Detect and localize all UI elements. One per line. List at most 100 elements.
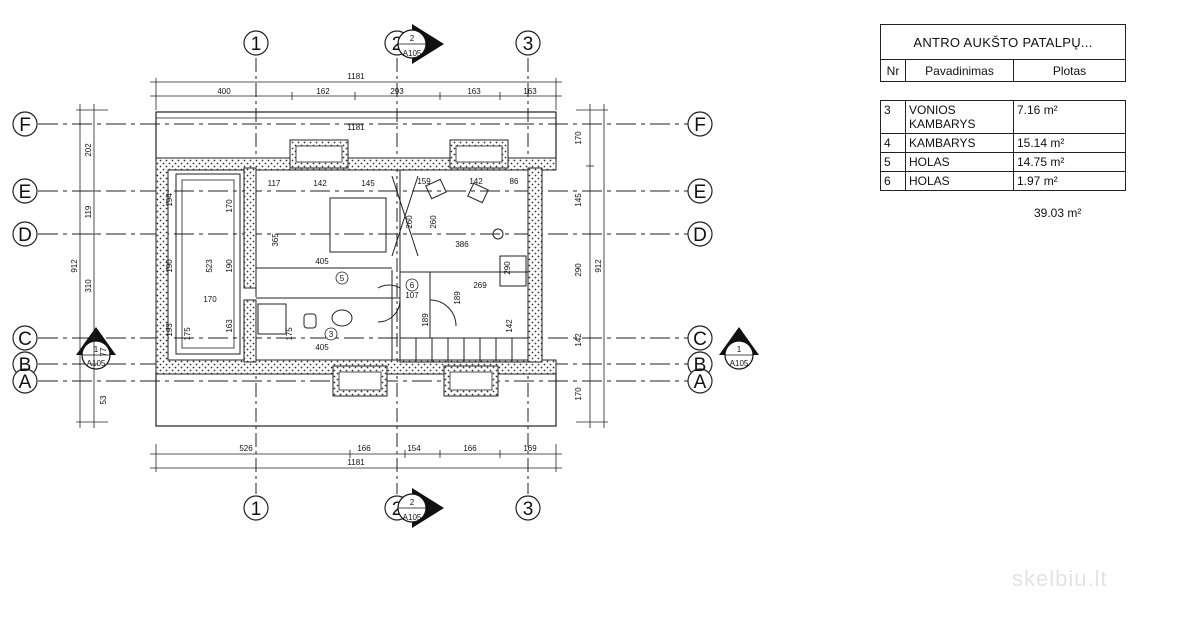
svg-text:163: 163 (225, 319, 234, 333)
svg-text:912: 912 (70, 259, 79, 273)
row-labels-right: F E D C B A (693, 115, 707, 393)
axis-label-1-bottom: 1 (251, 499, 262, 520)
svg-text:169: 169 (523, 444, 537, 453)
svg-text:142: 142 (313, 179, 327, 188)
axis-label-1-top: 1 (251, 34, 262, 55)
svg-text:77: 77 (99, 347, 108, 356)
area-table-rows: 3 VONIOS KAMBARYS 7.16 m² 4 KAMBARYS 15.… (880, 100, 1126, 191)
svg-text:175: 175 (285, 327, 294, 341)
svg-text:405: 405 (315, 343, 329, 352)
svg-text:B: B (694, 355, 707, 376)
header-nr: Nr (881, 60, 906, 81)
axis-label-2-bottom: 2 (392, 499, 403, 520)
svg-text:A105: A105 (87, 359, 106, 368)
svg-text:260: 260 (429, 215, 438, 229)
interior-walls (256, 170, 529, 363)
svg-text:400: 400 (217, 87, 231, 96)
section-marker-right: 1 A105 (719, 327, 759, 370)
table-row: 4 KAMBARYS 15.14 m² (880, 134, 1126, 153)
room-tag-6: 6 (410, 281, 415, 290)
section-marker-left: 1 A105 (76, 327, 116, 370)
section-marker-top: 2 A105 (397, 24, 444, 64)
svg-text:166: 166 (357, 444, 371, 453)
svg-text:405: 405 (315, 257, 329, 266)
row-bubbles-right (687, 111, 713, 394)
svg-text:D: D (693, 225, 707, 246)
dimension-texts: 1181 400 162 293 163 163 1181 526 166 15… (70, 72, 603, 467)
svg-text:142: 142 (505, 319, 514, 333)
building-outline (155, 111, 557, 427)
svg-text:154: 154 (407, 444, 421, 453)
watermark-text: skelbiu.lt (1012, 566, 1108, 591)
svg-text:2: 2 (410, 34, 415, 43)
svg-text:365: 365 (271, 233, 280, 247)
svg-text:1: 1 (94, 345, 99, 354)
axis-bubble-1-top (243, 30, 269, 56)
area-table-header: Nr Pavadinimas Plotas (880, 60, 1126, 82)
svg-text:290: 290 (574, 263, 583, 277)
svg-text:189: 189 (421, 313, 430, 327)
svg-text:117: 117 (268, 179, 281, 188)
svg-text:912: 912 (594, 259, 603, 273)
room-dimensions: 117 142 145 159 142 86 194 170 365 260 2… (165, 177, 519, 352)
area-total: 39.03 m² (1034, 206, 1082, 220)
svg-text:1: 1 (737, 345, 742, 354)
axis-label-3-top: 3 (523, 34, 534, 55)
svg-text:B: B (19, 355, 32, 376)
svg-text:269: 269 (473, 281, 487, 290)
table-row: 5 HOLAS 14.75 m² (880, 153, 1126, 172)
svg-text:159: 159 (417, 177, 431, 186)
svg-text:170: 170 (225, 199, 234, 213)
svg-text:142: 142 (469, 177, 483, 186)
svg-text:170: 170 (203, 295, 217, 304)
dimension-lines (76, 78, 608, 472)
svg-text:170: 170 (574, 131, 583, 145)
svg-text:526: 526 (239, 444, 253, 453)
svg-text:145: 145 (574, 193, 583, 207)
svg-text:A105: A105 (403, 49, 422, 58)
table-row: 6 HOLAS 1.97 m² (880, 172, 1126, 191)
svg-text:293: 293 (390, 87, 404, 96)
svg-text:523: 523 (205, 259, 214, 273)
row-labels-left: F E D C B A (18, 115, 32, 393)
room-tag-3: 3 (329, 330, 334, 339)
svg-text:E: E (694, 182, 707, 203)
svg-text:119: 119 (84, 205, 93, 218)
axis-label-3-bottom: 3 (523, 499, 534, 520)
svg-text:145: 145 (361, 179, 375, 188)
svg-text:202: 202 (84, 143, 93, 157)
dim-top-total: 1181 (347, 72, 365, 81)
svg-text:A: A (694, 372, 707, 393)
room-tags: 3 5 6 (324, 271, 419, 341)
svg-text:170: 170 (574, 387, 583, 401)
svg-text:190: 190 (165, 259, 174, 273)
svg-text:260: 260 (405, 215, 414, 229)
svg-text:189: 189 (453, 291, 462, 305)
svg-text:107: 107 (405, 291, 419, 300)
svg-text:2: 2 (410, 498, 415, 507)
axis-bubble-3-top (515, 30, 541, 56)
svg-text:F: F (694, 115, 706, 136)
svg-text:163: 163 (523, 87, 537, 96)
svg-text:F: F (19, 115, 31, 136)
area-table-title: ANTRO AUKŠTO PATALPŲ... (880, 24, 1126, 60)
svg-text:175: 175 (183, 327, 192, 341)
svg-text:163: 163 (467, 87, 481, 96)
dim-bottom-total: 1181 (347, 458, 365, 467)
header-name: Pavadinimas (906, 60, 1014, 81)
svg-text:190: 190 (225, 259, 234, 273)
svg-text:C: C (693, 329, 707, 350)
header-area: Plotas (1052, 63, 1087, 78)
axis-label-2-top: 2 (392, 34, 403, 55)
row-bubbles-left (12, 111, 38, 394)
svg-text:142: 142 (574, 333, 583, 347)
svg-text:D: D (18, 225, 32, 246)
svg-text:C: C (18, 329, 32, 350)
svg-text:86: 86 (510, 177, 519, 186)
svg-text:53: 53 (99, 395, 108, 404)
svg-text:162: 162 (316, 87, 330, 96)
svg-text:310: 310 (84, 279, 93, 293)
svg-text:194: 194 (165, 193, 174, 207)
svg-text:E: E (19, 182, 32, 203)
